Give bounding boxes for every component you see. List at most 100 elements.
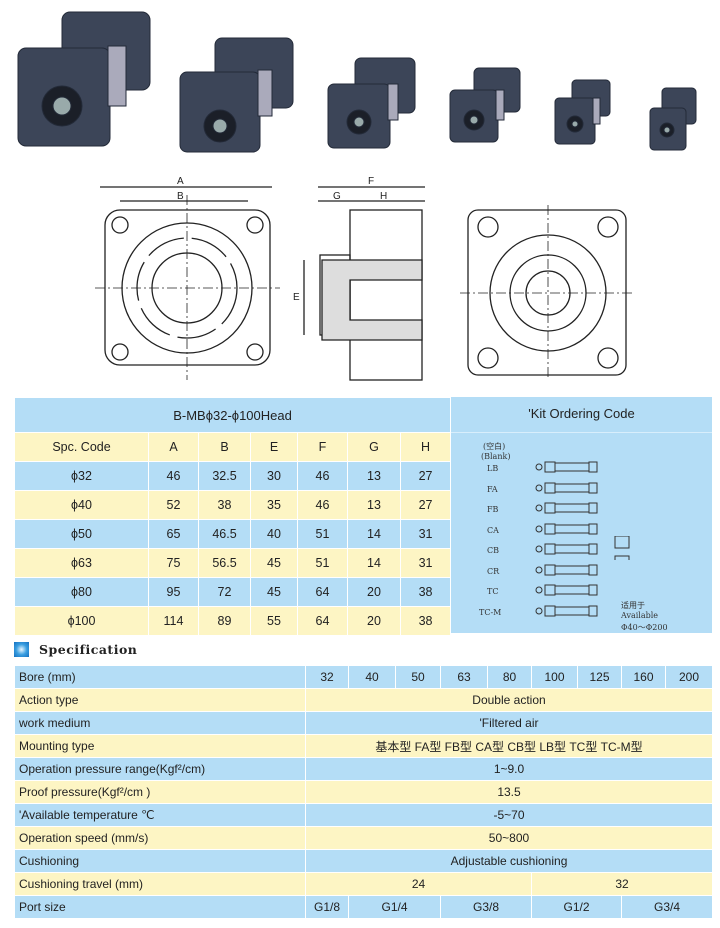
- row-value: -5~70: [305, 803, 713, 827]
- kit-note-range: Φ40～Φ200: [621, 623, 668, 632]
- table-cell: 52: [148, 490, 199, 520]
- table-cell: 38: [198, 490, 251, 520]
- spec-row: 'Available temperature ℃-5~70: [14, 803, 713, 827]
- rear-view-drawing: [460, 205, 635, 380]
- kit-blank-en: (Blank): [481, 452, 511, 461]
- bore-value: 50: [395, 665, 441, 689]
- bore-value: 63: [440, 665, 488, 689]
- port-value: G1/8: [305, 895, 349, 919]
- cylinder-head-photo-4: [449, 67, 521, 143]
- dim-label-f: F: [368, 176, 375, 187]
- dim-label-h: H: [380, 191, 388, 202]
- cylinder-diagram-icon: [535, 564, 598, 575]
- row-value: Double action: [305, 688, 713, 712]
- table-cell: 56.5: [198, 548, 251, 578]
- row-value: 13.5: [305, 780, 713, 804]
- column-header: F: [297, 432, 348, 462]
- table-cell: 75: [148, 548, 199, 578]
- bore-value: 200: [665, 665, 713, 689]
- row-label: Cushioning: [14, 849, 306, 873]
- cylinder-diagram-icon: [535, 502, 598, 514]
- kit-title: 'Kit Ordering Code: [451, 397, 712, 433]
- column-header: E: [250, 432, 298, 462]
- bullet-icon: [14, 642, 29, 657]
- bore-value: 80: [487, 665, 532, 689]
- table-cell: 46.5: [198, 519, 251, 549]
- bore-value: 160: [621, 665, 666, 689]
- row-label: Proof pressure(Kgf²/cm ): [14, 780, 306, 804]
- table-cell: 45: [250, 548, 298, 578]
- cylinder-head-photo-3: [327, 57, 416, 149]
- row-label: work medium: [14, 711, 306, 735]
- spec-title: Specification: [39, 642, 138, 657]
- product-photos: [17, 11, 697, 153]
- table-cell: 38: [399, 606, 452, 636]
- cylinder-diagram-icon: [535, 482, 598, 493]
- cylinder-head-photo-5: [554, 79, 611, 145]
- table-cell: 89: [198, 606, 251, 636]
- spec-row: Proof pressure(Kgf²/cm )13.5: [14, 780, 713, 804]
- table-cell: 55: [250, 606, 298, 636]
- kit-code-label: CR: [487, 566, 500, 576]
- kit-code-label: CB: [487, 546, 499, 555]
- bore-value: 40: [348, 665, 396, 689]
- kit-code-label: FA: [487, 484, 498, 494]
- kit-code-label: CA: [487, 525, 499, 535]
- table-cell: 95: [148, 577, 199, 607]
- front-view-drawing: [95, 186, 280, 380]
- column-header: H: [399, 432, 452, 462]
- kit-code-label: TC-M: [479, 607, 502, 617]
- table-cell: 20: [347, 606, 401, 636]
- cylinder-head-photo-1: [17, 11, 151, 147]
- bore-value: 125: [577, 665, 622, 689]
- row-label: Mounting type: [14, 734, 306, 758]
- row-label: Action type: [14, 688, 306, 712]
- table-cell: 14: [347, 548, 401, 578]
- travel-value: 32: [531, 872, 713, 896]
- kit-note-cn: 适用于: [621, 601, 645, 610]
- table-cell: 72: [198, 577, 251, 607]
- table-cell: 51: [297, 548, 348, 578]
- cylinder-diagram-icon: [535, 461, 598, 473]
- column-header: G: [347, 432, 401, 462]
- column-header: Spc. Code: [14, 432, 149, 462]
- table-cell: 30: [250, 461, 298, 491]
- kit-code-label: FB: [487, 505, 499, 514]
- kit-code-label: TC: [487, 587, 499, 596]
- table-cell: 38: [399, 577, 452, 607]
- side-section-drawing: [303, 186, 425, 381]
- kit-code-label: LB: [487, 464, 499, 473]
- table-cell: 31: [399, 519, 452, 549]
- port-value: G3/4: [621, 895, 713, 919]
- table-cell: 51: [297, 519, 348, 549]
- cylinder-diagram-icon: [535, 543, 598, 555]
- row-label: 'Available temperature ℃: [14, 803, 306, 827]
- spec-row: Operation speed (mm/s)50~800: [14, 826, 713, 850]
- cylinder-diagram-icon: [535, 523, 598, 534]
- table-cell: 13: [347, 461, 401, 491]
- dim-label-b: B: [177, 191, 184, 202]
- table-cell: 45: [250, 577, 298, 607]
- row-label: Operation pressure range(Kgf²/cm): [14, 757, 306, 781]
- table-cell: 46: [148, 461, 199, 491]
- spec-row: work medium'Filtered air: [14, 711, 713, 735]
- technical-drawings: [95, 186, 635, 381]
- bore-value: 32: [305, 665, 349, 689]
- cylinder-diagram-icon: [535, 605, 598, 616]
- table-cell: ϕ80: [14, 577, 149, 607]
- table-title-row: B-MBϕ32-ϕ100Head: [13, 397, 452, 433]
